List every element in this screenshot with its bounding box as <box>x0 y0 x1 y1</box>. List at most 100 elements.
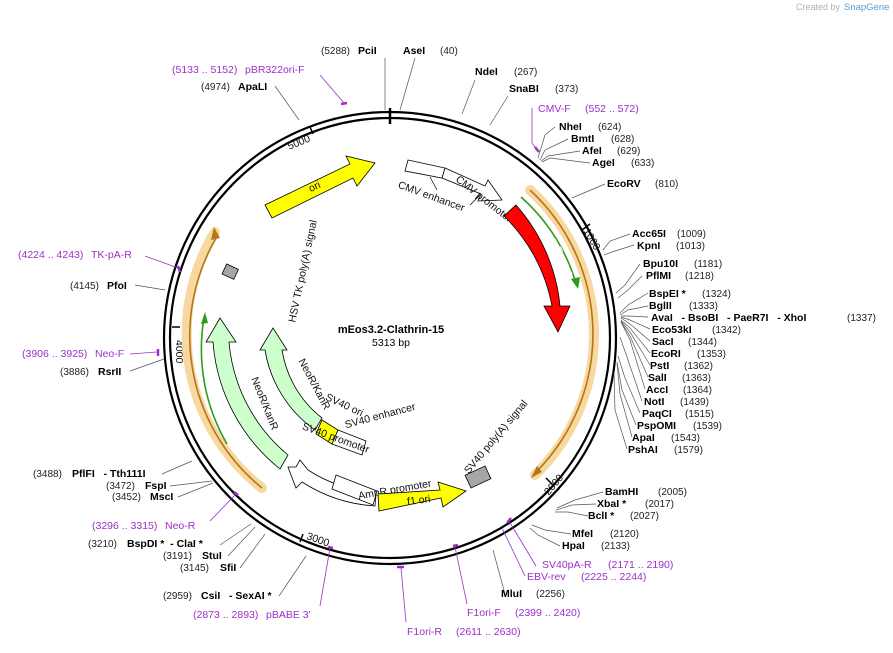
site-bcli[interactable]: BclI * <box>588 510 615 522</box>
feature-neor-kanr-inner[interactable] <box>259 327 323 431</box>
site-noti-pos: (1439) <box>680 397 709 408</box>
primer-sv40pa-r[interactable]: SV40pA-R <box>542 559 592 571</box>
feature-ampr-promoter[interactable] <box>331 474 378 506</box>
site-paqci[interactable]: PaqCI <box>642 408 672 420</box>
site-saci[interactable]: SacI <box>652 336 674 348</box>
site-paqci-pos: (1515) <box>685 409 714 420</box>
primer-pbabe[interactable]: pBABE 3' <box>266 609 311 621</box>
site-xbai[interactable]: XbaI * <box>597 498 627 510</box>
primer-f1ori-f[interactable]: F1ori-F <box>467 607 501 619</box>
site-kpni-pos: (1013) <box>676 241 705 252</box>
feature-sv40-polya[interactable] <box>464 465 492 489</box>
site-nhei-pos: (624) <box>598 122 621 133</box>
site-connectors <box>129 57 651 597</box>
tick-1000: 1000 <box>581 223 603 253</box>
plasmid-length: 5313 bp <box>372 337 410 349</box>
green-arrow-left <box>200 317 228 445</box>
site-pflfi-group[interactable]: PflFI - Tth111I <box>72 468 146 480</box>
feature-f1-ori[interactable] <box>377 481 467 512</box>
site-bmti[interactable]: BmtI <box>571 133 594 145</box>
primer-marker-pbabe <box>327 545 334 550</box>
feature-hsv-tk-polya[interactable] <box>221 263 239 280</box>
site-noti[interactable]: NotI <box>644 396 664 408</box>
site-ecorv[interactable]: EcoRV <box>607 178 641 190</box>
created-by-text: Created by <box>796 2 841 12</box>
site-snabi[interactable]: SnaBI <box>509 83 539 95</box>
site-msci-pos: (3452) <box>112 492 141 503</box>
primer-f1ori-r[interactable]: F1ori-R <box>407 626 442 638</box>
primer-neo-r[interactable]: Neo-R <box>165 520 196 532</box>
site-mfei[interactable]: MfeI <box>572 528 593 540</box>
feature-sv40-enhancer[interactable] <box>331 429 367 456</box>
site-mlui[interactable]: MluI <box>501 588 522 600</box>
site-pspomi[interactable]: PspOMI <box>637 420 676 432</box>
site-mfei-pos: (2120) <box>610 529 639 540</box>
site-pshai[interactable]: PshAI <box>628 444 658 456</box>
site-bpu10i[interactable]: Bpu10I <box>643 258 678 270</box>
site-agei-pos: (633) <box>631 158 654 169</box>
site-ecori[interactable]: EcoRI <box>651 348 681 360</box>
feature-hsv-tk-polya-label: HSV TK poly(A) signal <box>286 219 319 323</box>
site-fspi[interactable]: FspI <box>145 480 167 492</box>
primer-neo-r-pos: (3296 .. 3315) <box>92 520 157 532</box>
site-pspomi-pos: (1539) <box>693 421 722 432</box>
site-avai-group-pos: (1337) <box>847 313 876 324</box>
site-psti-pos: (1362) <box>684 361 713 372</box>
site-eco53ki[interactable]: Eco53kI <box>652 324 692 336</box>
primer-pbr322ori-f[interactable]: pBR322ori-F <box>245 64 305 76</box>
site-afei-pos: (629) <box>617 146 640 157</box>
feature-cmv-enhancer[interactable] <box>404 159 446 179</box>
tick-label-1000: 1000 <box>581 226 603 252</box>
site-acc65i-pos: (1009) <box>677 229 706 240</box>
primer-tk-pa-r[interactable]: TK-pA-R <box>91 249 132 261</box>
site-stui[interactable]: StuI <box>202 550 222 562</box>
site-hpai[interactable]: HpaI <box>562 540 585 552</box>
primer-marker-f1ori-f <box>452 543 459 548</box>
site-bmti-pos: (628) <box>611 134 634 145</box>
site-sfii[interactable]: SfiI <box>220 562 236 574</box>
feature-meos32[interactable] <box>503 204 571 333</box>
site-pflmi[interactable]: PflMI <box>646 270 671 282</box>
feature-neor-kanr-outer[interactable] <box>205 317 289 470</box>
primer-ebv-rev-pos: (2225 .. 2244) <box>581 571 646 583</box>
feature-ori[interactable] <box>264 155 376 219</box>
site-afei[interactable]: AfeI <box>582 145 602 157</box>
site-apai[interactable]: ApaI <box>632 432 655 444</box>
site-asei[interactable]: AseI <box>403 45 425 57</box>
site-bglii[interactable]: BglII <box>649 300 672 312</box>
site-psti[interactable]: PstI <box>650 360 669 372</box>
site-acci[interactable]: AccI <box>646 384 668 396</box>
site-bspei[interactable]: BspEI * <box>649 288 687 300</box>
primer-tk-pa-r-pos: (4224 .. 4243) <box>18 249 83 261</box>
site-avai-group[interactable]: AvaI - BsoBI - PaeR7I - XhoI <box>651 312 806 324</box>
site-kpni[interactable]: KpnI <box>637 240 660 252</box>
site-pcii[interactable]: PciI <box>358 45 377 57</box>
site-pfoi[interactable]: PfoI <box>107 280 127 292</box>
site-sali[interactable]: SalI <box>648 372 667 384</box>
primer-marker-neo-r <box>233 491 239 496</box>
site-bcli-pos: (2027) <box>630 511 659 522</box>
primer-marker-tk-pa-r <box>176 265 182 273</box>
site-sali-pos: (1363) <box>682 373 711 384</box>
site-ecorv-pos: (810) <box>655 179 678 190</box>
site-csii-group[interactable]: CsiI - SexAI * <box>201 590 273 602</box>
site-apali[interactable]: ApaLI <box>238 81 267 93</box>
site-acc65i[interactable]: Acc65I <box>632 228 666 240</box>
site-bamhi[interactable]: BamHI <box>605 486 638 498</box>
site-rsrii[interactable]: RsrII <box>98 366 121 378</box>
primer-neo-f[interactable]: Neo-F <box>95 348 124 360</box>
tick-4000: 4000 <box>172 326 185 364</box>
site-nhei[interactable]: NheI <box>559 121 582 133</box>
site-ndei[interactable]: NdeI <box>475 66 498 78</box>
primer-cmv-f[interactable]: CMV-F <box>538 103 571 115</box>
site-pflmi-pos: (1218) <box>685 271 714 282</box>
site-rsrii-pos: (3886) <box>60 367 89 378</box>
green-arrowhead-right <box>571 277 580 289</box>
feature-cmv-promoter[interactable] <box>441 167 503 202</box>
primer-ebv-rev[interactable]: EBV-rev <box>527 571 566 583</box>
site-msci[interactable]: MscI <box>150 491 173 503</box>
site-apai-pos: (1543) <box>671 433 700 444</box>
site-agei[interactable]: AgeI <box>592 157 615 169</box>
site-bspdi-group[interactable]: BspDI * - ClaI * <box>127 538 204 550</box>
